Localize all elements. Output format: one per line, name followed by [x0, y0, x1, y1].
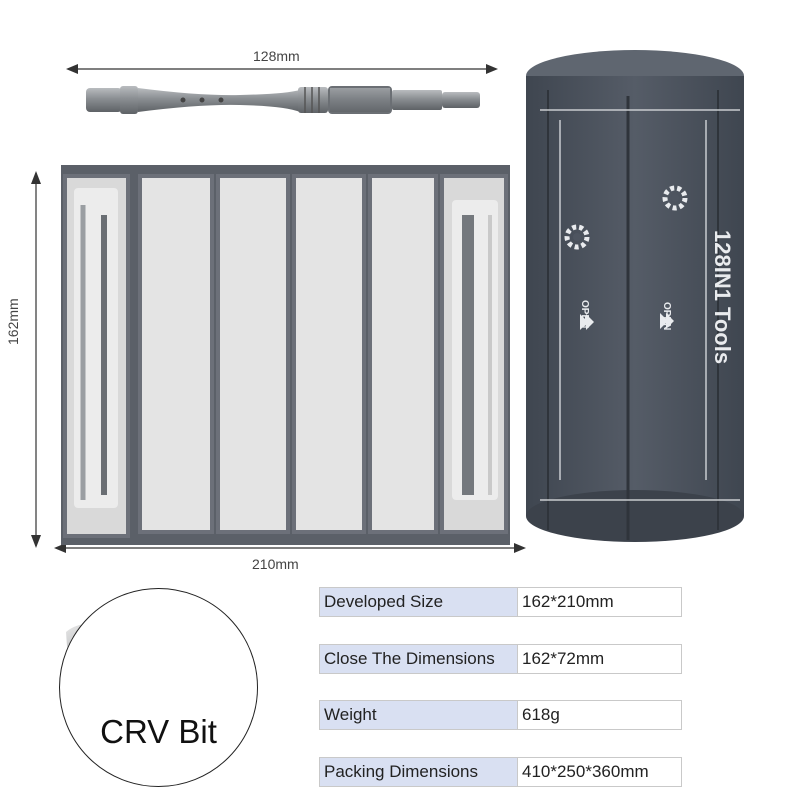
- gear-icon: [662, 185, 688, 211]
- chevron-right-icon: [660, 313, 674, 329]
- handle-length-arrow: [66, 64, 498, 74]
- open-height-label: 162mm: [5, 298, 21, 345]
- spec-value: 162*210mm: [518, 588, 681, 616]
- spec-value: 618g: [518, 701, 681, 729]
- case-title: 128IN1 Tools: [710, 230, 735, 365]
- spec-label: Packing Dimensions: [320, 758, 518, 786]
- spec-value: 162*72mm: [518, 645, 681, 673]
- open-tool-tray: [61, 165, 510, 545]
- crv-bit-label: CRV Bit: [100, 713, 217, 750]
- screwdriver-handle: [86, 86, 480, 114]
- case-open-right: OPEN: [661, 302, 672, 331]
- gear-icon: [564, 224, 590, 250]
- closed-tool-case: [526, 50, 744, 542]
- open-height-arrow: [31, 171, 41, 548]
- spec-label: Developed Size: [320, 588, 518, 616]
- open-width-arrow: [54, 543, 526, 553]
- spec-value: 410*250*360mm: [518, 758, 681, 786]
- crv-bit-callout: CRV Bit: [59, 588, 258, 787]
- spec-label: Close The Dimensions: [320, 645, 518, 673]
- spec-label: Weight: [320, 701, 518, 729]
- spec-row: Close The Dimensions 162*72mm: [319, 644, 682, 674]
- spec-row: Developed Size 162*210mm: [319, 587, 682, 617]
- chevron-right-icon: [580, 314, 594, 330]
- spec-row: Weight 618g: [319, 700, 682, 730]
- handle-length-label: 128mm: [253, 48, 300, 64]
- open-width-label: 210mm: [252, 556, 299, 572]
- spec-row: Packing Dimensions 410*250*360mm: [319, 757, 682, 787]
- case-open-left: OPEN: [579, 300, 590, 329]
